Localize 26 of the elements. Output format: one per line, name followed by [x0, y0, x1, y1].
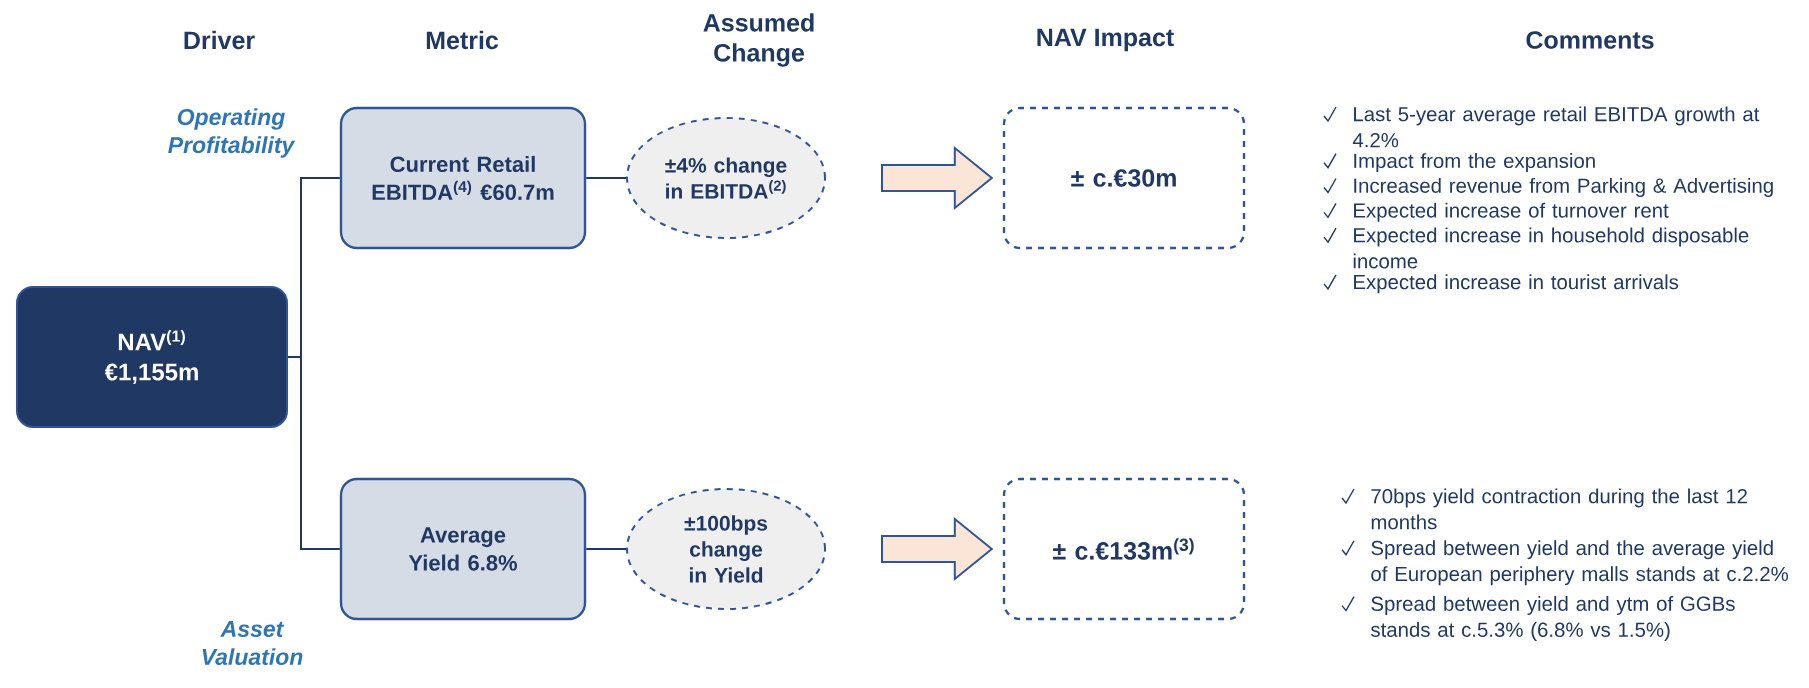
category-label: Asset Valuation: [202, 621, 303, 665]
metric-box: Average Yield 6.8%: [339, 477, 587, 621]
comment-text: Expected increase of turnover rent: [1354, 202, 1669, 222]
comment-text: Spread between yield and the average yield of European periphery malls stands at c.2.2%: [1371, 540, 1789, 586]
comment-text: Expected increase in household disposable income: [1353, 227, 1749, 269]
block-arrow: [881, 145, 994, 211]
nav-box: NAV$^{(1)}$ €1,155m: [16, 286, 288, 428]
comment-text: Spread between yield and ytm of GGBs stands at c.5.3% (6.8% vs 1.5%): [1371, 596, 1735, 641]
block-arrow: [881, 516, 994, 582]
comment-text: Expected increase in tourist arrivals: [1354, 274, 1679, 294]
column-heading: Metric: [426, 30, 499, 50]
connector-line: [585, 548, 627, 550]
metric-box: Current Retail EBITDA$^{(4)}$ €60.7m: [339, 106, 587, 250]
column-heading: NAV Impact: [1037, 28, 1174, 52]
column-heading: Driver: [184, 30, 255, 50]
impact-box: ± c.€30m: [1002, 106, 1246, 250]
comment-text: Impact from the expansion: [1354, 153, 1595, 173]
impact-box: ± c.€133m$^{(3)}$: [1002, 477, 1246, 621]
comment-text: 70bps yield contraction during the last 12 months: [1371, 488, 1747, 530]
comment-text: Last 5-year average retail EBITDA growth at 4.2%: [1352, 106, 1760, 148]
column-heading: Comments: [1526, 31, 1654, 49]
column-heading: Assumed Change: [703, 13, 814, 67]
category-label: Operating Profitability: [168, 108, 296, 158]
connector-line: [287, 356, 341, 550]
comment-text: Increased revenue from Parking & Advertising: [1354, 177, 1773, 197]
connector-line: [585, 177, 627, 179]
